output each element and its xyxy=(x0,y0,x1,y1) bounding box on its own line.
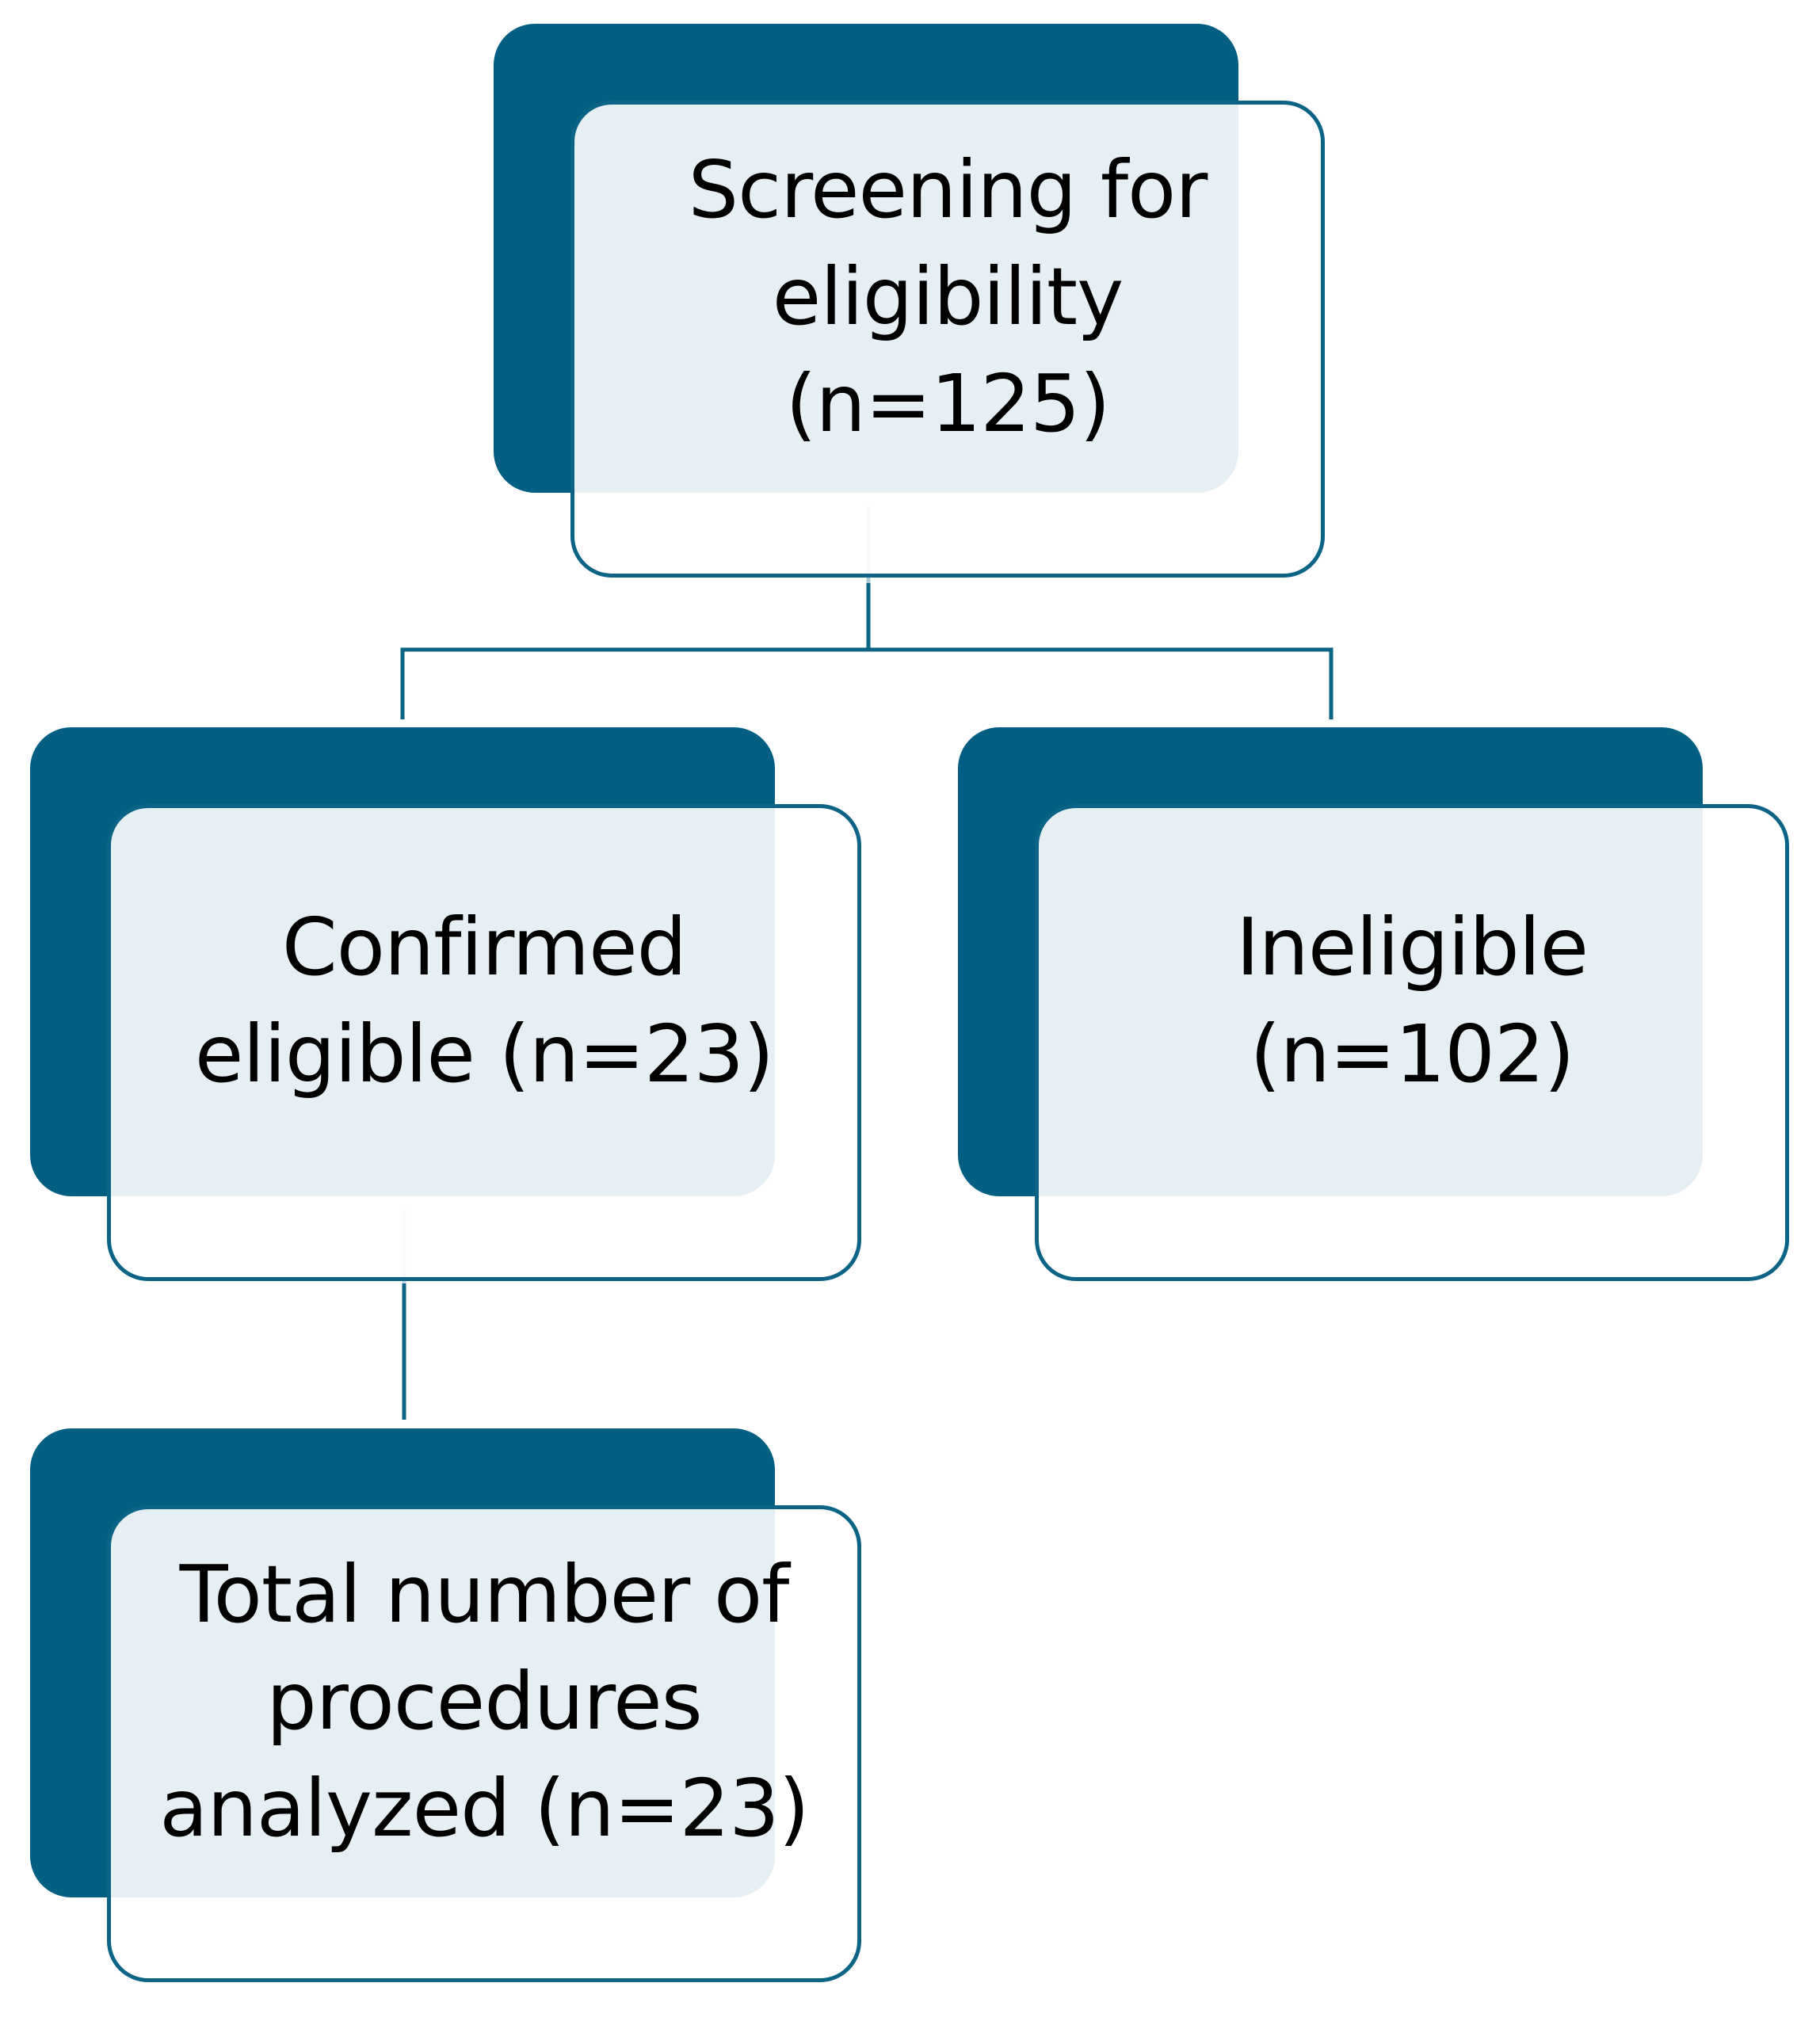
node-label-line: Confirmed xyxy=(281,900,687,993)
node-label: Confirmed eligible (n=23) xyxy=(107,804,861,1196)
node-label-line: procedures xyxy=(266,1655,702,1748)
node-front-panel xyxy=(1035,804,1789,1281)
node-front-panel xyxy=(570,101,1325,578)
edge-branch-bar xyxy=(400,647,1334,719)
node-label-line: Total number of xyxy=(179,1548,790,1641)
node-label-line: (n=102) xyxy=(1250,1007,1574,1100)
node-label-line: Ineligible xyxy=(1235,900,1589,993)
node-label-line: (n=125) xyxy=(785,357,1110,450)
node-label-line: eligible (n=23) xyxy=(194,1007,774,1100)
node-front-panel xyxy=(107,804,861,1281)
node-label-line: Screening for xyxy=(688,143,1208,236)
node-label-line: eligibility xyxy=(772,250,1124,343)
node-label: Screening for eligibility (n=125) xyxy=(570,101,1325,493)
node-label: Total number of procedures analyzed (n=2… xyxy=(107,1505,861,1897)
node-front-panel xyxy=(107,1505,861,1982)
node-label: Ineligible (n=102) xyxy=(1035,804,1789,1196)
node-label-line: analyzed (n=23) xyxy=(159,1762,810,1855)
